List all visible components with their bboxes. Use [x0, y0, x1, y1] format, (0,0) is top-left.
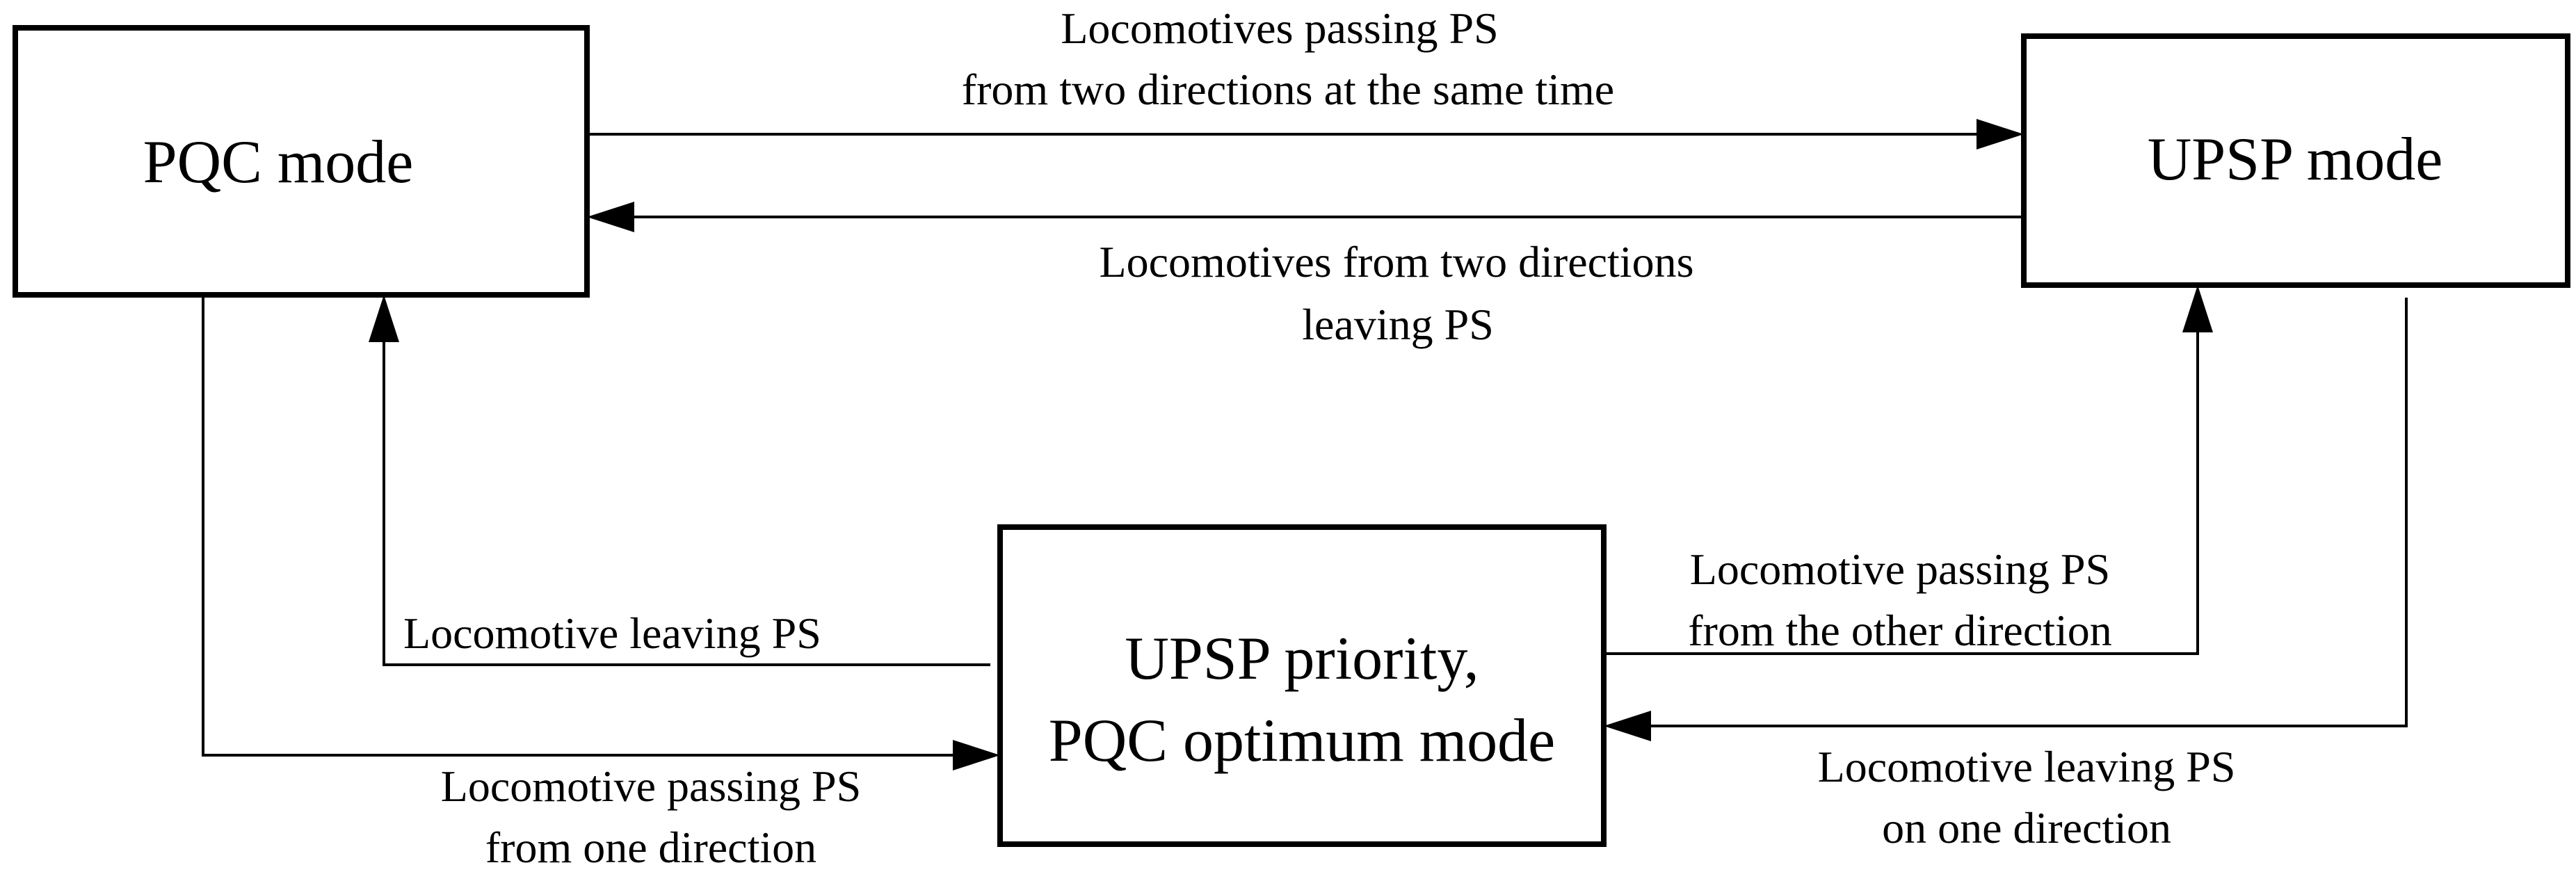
edge-label-line: on one direction	[1882, 803, 2171, 853]
arrowhead-left-icon	[1604, 711, 1651, 741]
edge-label-line: from one direction	[485, 823, 816, 872]
upsp-priority-label-line2: PQC optimum mode	[1049, 707, 1556, 775]
edge-upsp-to-pqc: Locomotives from two directions leaving …	[587, 202, 2024, 349]
edge-priority-to-pqc: Locomotive leaving PS	[369, 295, 990, 666]
upsp-mode-label: UPSP mode	[2148, 126, 2443, 193]
arrowhead-up-icon	[2182, 285, 2213, 332]
edge-label-line: Locomotives passing PS	[1061, 3, 1498, 53]
pqc-mode-label: PQC mode	[143, 129, 414, 196]
arrowhead-up-icon	[369, 295, 399, 342]
edge-label-line: Locomotive passing PS	[1690, 544, 2110, 594]
edge-label-line: leaving PS	[1302, 300, 1494, 349]
edge-pqc-to-priority: Locomotive passing PS from one direction	[202, 295, 1000, 872]
edge-pqc-to-upsp: Locomotives passing PS from two directio…	[587, 3, 2024, 150]
edge-label-line: from the other direction	[1688, 606, 2112, 655]
edge-label-line: from two directions at the same time	[962, 65, 1614, 114]
arrowhead-left-icon	[587, 202, 634, 232]
edge-label-line: Locomotive leaving PS	[1818, 742, 2236, 791]
edge-label-line: Locomotives from two directions	[1100, 237, 1694, 286]
arrowhead-right-icon	[953, 740, 1000, 770]
edge-priority-to-upsp: Locomotive passing PS from the other dir…	[1604, 285, 2213, 655]
edge-label-line: Locomotive passing PS	[441, 761, 861, 811]
pqc-mode-node: PQC mode	[13, 25, 590, 298]
upsp-mode-node: UPSP mode	[2021, 33, 2570, 288]
arrowhead-right-icon	[1977, 119, 2024, 150]
upsp-priority-node: UPSP priority, PQC optimum mode	[997, 524, 1607, 847]
upsp-priority-label-line1: UPSP priority,	[1125, 625, 1479, 693]
edge-upsp-to-priority: Locomotive leaving PS on one direction	[1604, 298, 2408, 853]
edge-label-line: Locomotive leaving PS	[403, 608, 821, 658]
